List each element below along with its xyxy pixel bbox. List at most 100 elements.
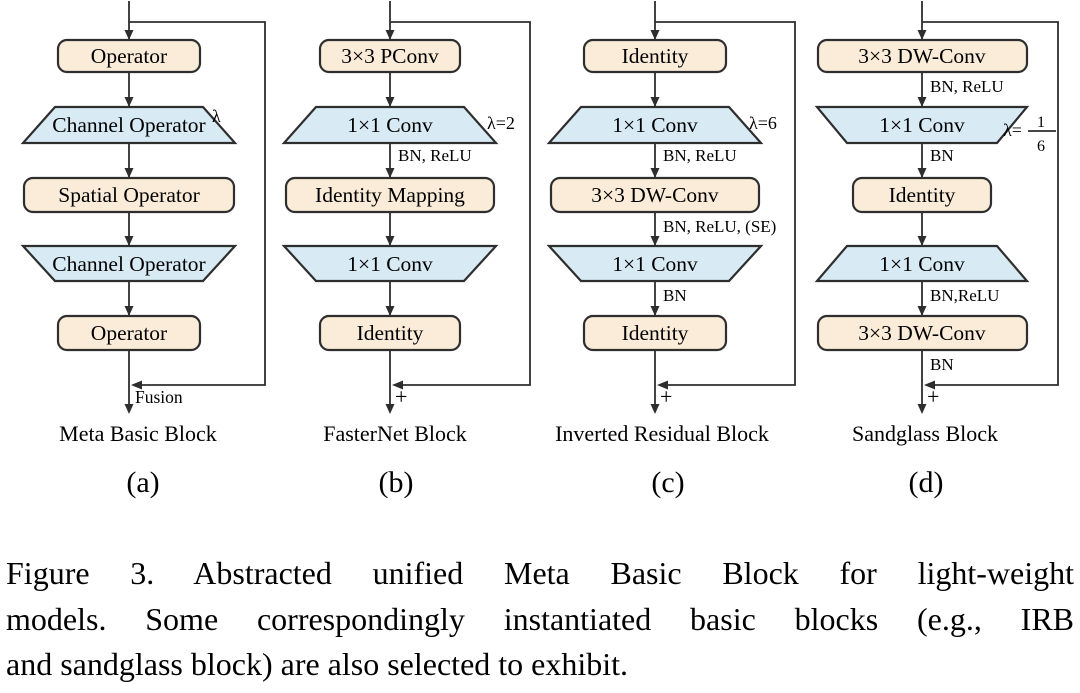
caption-line: Figure 3. Abstracted unified Meta Basic … [6,555,1074,591]
merge-label: + [927,384,939,409]
lambda-numerator: 1 [1037,114,1045,131]
conv-reduce-trapezoid [546,244,764,283]
block-name: Meta Basic Block [59,421,217,446]
skip-connection-line [390,21,531,386]
node-label: Identity [357,321,424,345]
edge-label: BN, ReLU [930,77,1004,96]
identity-mapping-box [284,176,496,214]
node-label: 3×3 DW-Conv [591,183,719,207]
node-label: Channel Operator [52,113,205,137]
edge-label: BN [930,146,954,165]
edge-label: BN, ReLU, (SE) [663,217,776,236]
block-name: Inverted Residual Block [555,421,769,446]
arrowhead-icon [650,30,660,40]
subfigure-letter: (d) [909,466,944,499]
dwconv-box [816,314,1029,352]
node-label: Identity [622,44,689,68]
arrowhead-icon [650,306,660,316]
node-label: 3×3 PConv [341,44,439,68]
skip-connection-line [129,21,266,386]
subfigure-letter: (b) [379,466,414,499]
operator-box [56,314,202,352]
merge-arrowhead-icon [924,380,935,390]
arrowhead-icon [385,236,395,246]
arrowhead-icon [917,404,927,414]
identity-box [582,38,728,74]
merge-arrowhead-icon [131,380,142,390]
arrowhead-icon [385,306,395,316]
node-label: 3×3 DW-Conv [858,321,986,345]
node-label: Channel Operator [52,252,205,276]
node-label: 3×3 DW-Conv [858,44,986,68]
arrowhead-icon [385,404,395,414]
arrowhead-icon [124,30,134,40]
figure-caption: Figure 3. Abstracted unified Meta Basic … [6,551,1074,688]
subfigure-letter: (a) [126,466,159,499]
pconv-box [318,38,462,74]
identity-box [582,314,728,352]
node-label: 1×1 Conv [347,113,433,137]
node-label: 1×1 Conv [879,252,965,276]
channel-operator-trapezoid [20,105,238,145]
arrowhead-icon [917,168,927,178]
merge-label: Fusion [135,387,183,407]
arrowhead-icon [124,236,134,246]
conv-expand-trapezoid [281,105,499,145]
arrowhead-icon [385,168,395,178]
merge-arrowhead-icon [392,380,403,390]
edge-label: BN [663,286,687,305]
lambda-label: λ [212,106,221,126]
skip-connection-line [922,21,1059,386]
node-label: 1×1 Conv [612,252,698,276]
operator-box [56,38,202,74]
arrowhead-icon [917,236,927,246]
node-label: 1×1 Conv [612,113,698,137]
node-label: Spatial Operator [58,183,200,207]
spatial-operator-box [22,176,236,214]
dwconv-box [816,38,1029,74]
block-name: Sandglass Block [852,421,998,446]
arrowhead-icon [917,306,927,316]
node-label: Identity [622,321,689,345]
arrowhead-icon [650,168,660,178]
block-diagram-sandglass: 3×3 DW-Conv BN, ReLU 1×1 Conv λ= 1 6 BN … [814,1,1059,499]
node-label: 1×1 Conv [347,252,433,276]
arrowhead-icon [650,236,660,246]
edge-label: BN, ReLU [663,146,737,165]
arrowhead-icon [124,404,134,414]
merge-label: + [660,384,672,409]
skip-connection-line [655,21,796,386]
merge-label: + [395,384,407,409]
caption-line: models. Some correspondingly instantiate… [6,600,1074,637]
identity-box [851,176,993,214]
arrowhead-icon [124,97,134,107]
identity-box [318,314,462,352]
arrowhead-icon [650,97,660,107]
node-label: 1×1 Conv [879,113,965,137]
dwconv-box [549,176,761,214]
node-label: Operator [91,321,167,345]
lambda-prefix: λ= [1003,120,1022,140]
conv-reduce-trapezoid [814,105,1030,145]
lambda-denominator: 6 [1037,138,1045,155]
node-label: Operator [91,44,167,68]
arrowhead-icon [124,306,134,316]
block-diagram-fasternet: 3×3 PConv 1×1 Conv λ=2 BN, ReLU Identity… [281,1,531,499]
lambda-label: λ=6 [749,113,777,133]
merge-arrowhead-icon [657,380,668,390]
conv-expand-trapezoid [814,244,1030,283]
arrowhead-icon [917,97,927,107]
edge-label: BN, ReLU [398,146,472,165]
lambda-label: λ=2 [487,113,515,133]
arrowhead-icon [650,404,660,414]
figure-diagram: Operator Channel Operator λ Spatial Oper… [20,1,1059,499]
node-label: Identity Mapping [315,183,465,207]
arrowhead-icon [385,30,395,40]
arrowhead-icon [917,30,927,40]
conv-expand-trapezoid [546,105,764,145]
block-name: FasterNet Block [323,421,467,446]
arrowhead-icon [124,168,134,178]
conv-reduce-trapezoid [281,244,499,283]
lambda-fraction-label: λ= 1 6 [1003,114,1056,155]
